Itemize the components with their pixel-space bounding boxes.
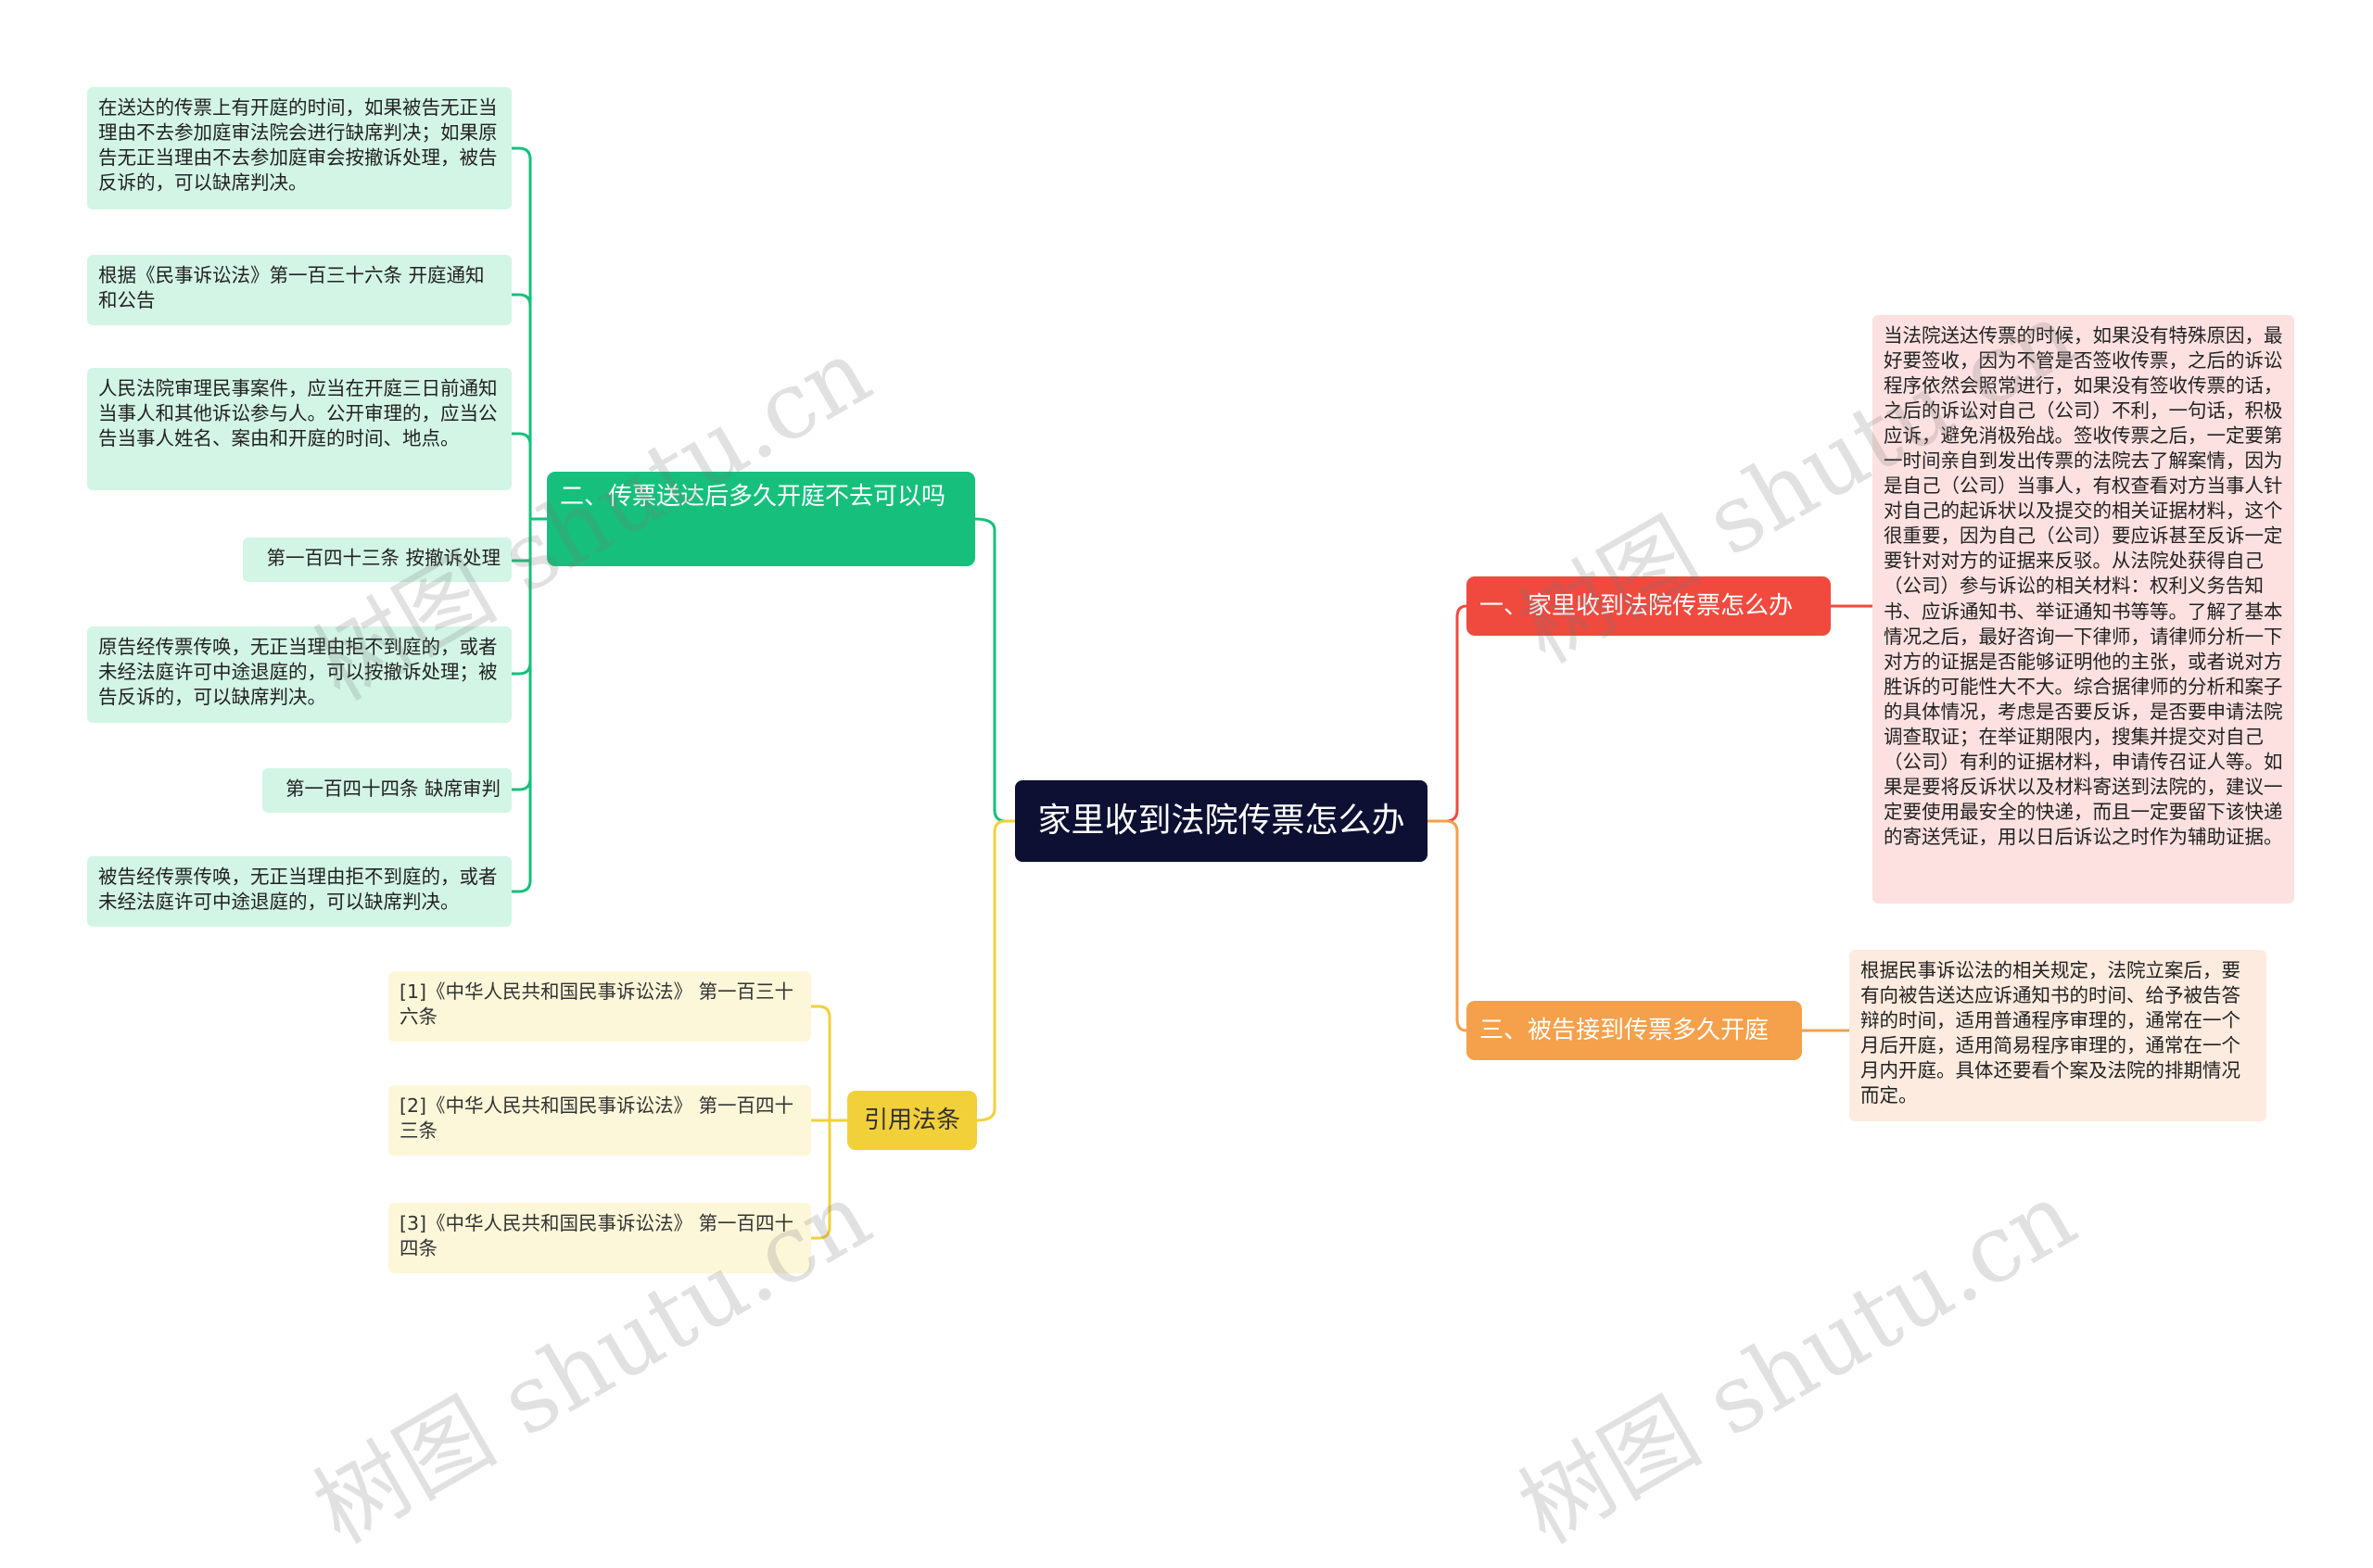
connector-lines [512,146,1872,1240]
branch-two-leaf-6[interactable]: 第一百四十四条 缺席审判 [262,768,512,813]
branch-two[interactable]: 二、传票送达后多久开庭不去可以吗 [547,472,975,566]
branch-three-leaf[interactable]: 根据民事诉讼法的相关规定，法院立案后，要有向被告送达应诉通知书的时间、给予被告答… [1849,950,2266,1121]
branch-two-leaf-3[interactable]: 人民法院审理民事案件，应当在开庭三日前通知当事人和其他诉讼参与人。公开审理的，应… [87,368,512,490]
link-root-yellow [976,819,1015,1122]
link-green-leaf-3 [512,432,532,446]
branch-three[interactable]: 三、被告接到传票多久开庭 [1466,1001,1802,1060]
link-root-orange [1428,819,1467,1032]
branch-one-leaf[interactable]: 当法院送达传票的时候，如果没有特殊原因，最好要签收，因为不管是否签收传票，之后的… [1872,315,2294,904]
link-green-leaf-4 [512,519,532,563]
branch-two-leaf-4[interactable]: 第一百四十三条 按撤诉处理 [243,537,512,582]
link-green-leaf-1 [512,146,532,519]
cite-leaf-2[interactable]: [2]《中华人民共和国民事诉讼法》 第一百四十三条 [388,1085,811,1156]
branch-two-leaf-2[interactable]: 根据《民事诉讼法》第一百三十六条 开庭通知和公告 [87,255,512,325]
link-root-green [974,517,1015,823]
link-yellow-leaf-1 [811,1005,831,1120]
branch-one[interactable]: 一、家里收到法院传票怎么办 [1466,576,1831,636]
branch-two-leaf-1[interactable]: 在送达的传票上有开庭的时间，如果被告无正当理由不去参加庭审法院会进行缺席判决；如… [87,87,512,209]
branch-cite[interactable]: 引用法条 [847,1091,977,1150]
branch-two-leaf-5[interactable]: 原告经传票传唤，无正当理由拒不到庭的，或者未经法庭许可中途退庭的，可以按撤诉处理… [87,626,512,723]
link-green-leaf-5 [512,519,532,676]
link-root-red [1428,604,1467,823]
root-topic[interactable]: 家里收到法院传票怎么办 [1015,780,1428,862]
link-green-leaf-7 [512,519,532,893]
branch-two-leaf-7[interactable]: 被告经传票传唤，无正当理由拒不到庭的，或者未经法庭许可中途退庭的，可以缺席判决。 [87,856,512,927]
cite-leaf-3[interactable]: [3]《中华人民共和国民事诉讼法》 第一百四十四条 [388,1203,811,1273]
cite-leaf-1[interactable]: [1]《中华人民共和国民事诉讼法》 第一百三十六条 [388,971,811,1042]
link-green-leaf-2 [512,293,532,307]
link-yellow-leaf-3 [811,1120,831,1240]
